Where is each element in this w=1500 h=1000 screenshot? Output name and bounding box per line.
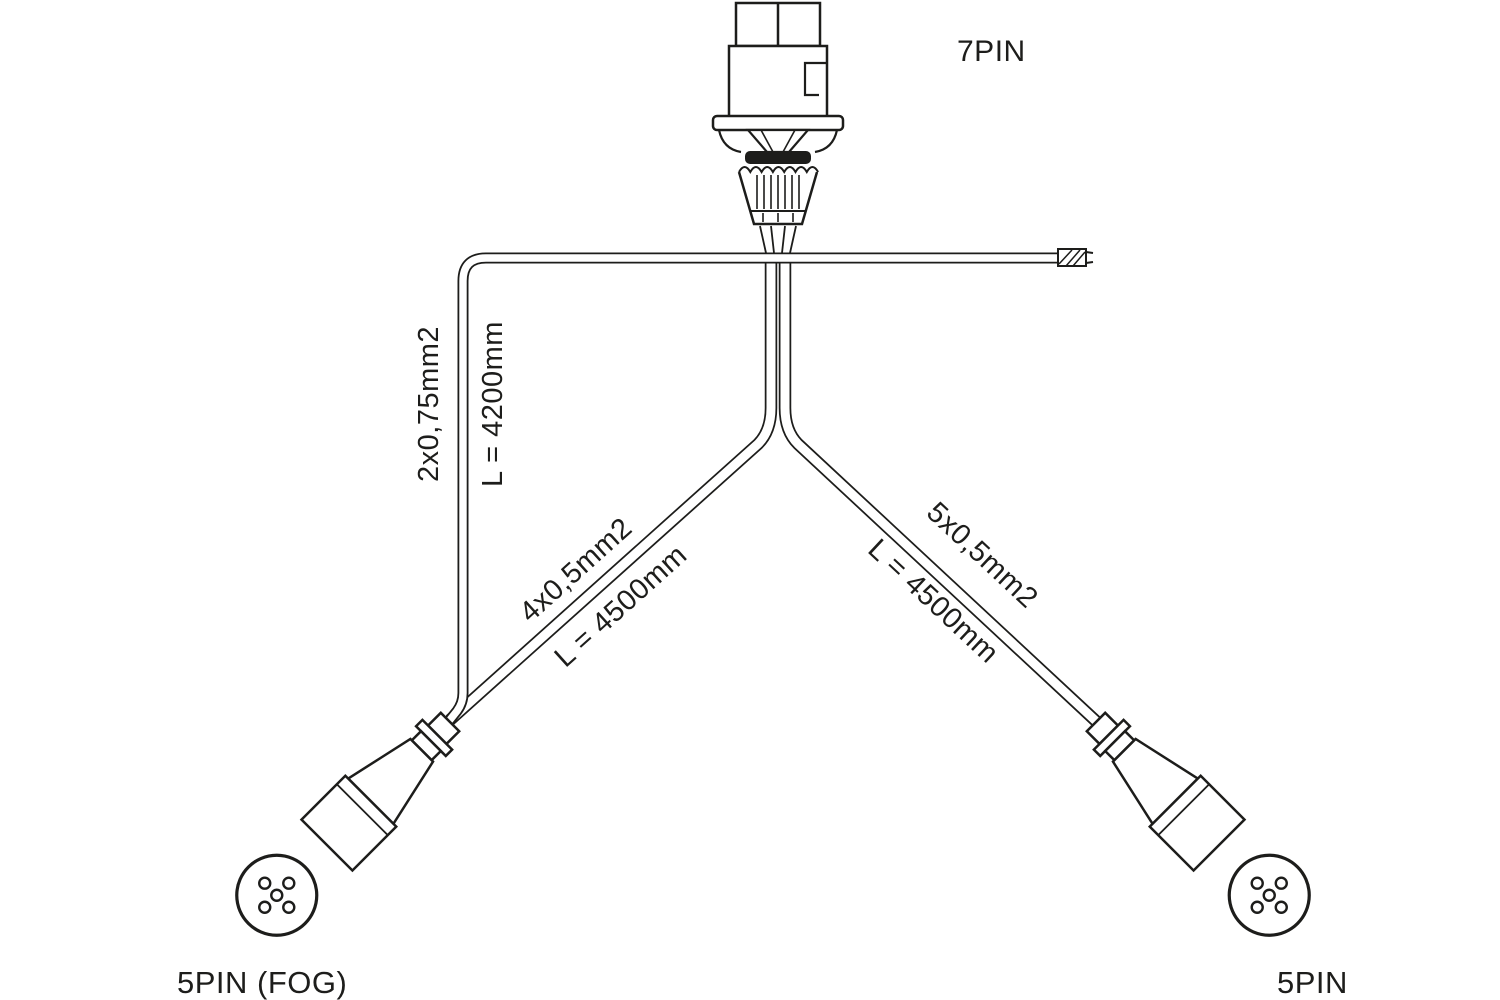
seven-pin-plug-drawing xyxy=(711,1,845,226)
right-pin-hole xyxy=(1274,900,1288,914)
left-socket-base-rim xyxy=(336,783,389,836)
plug-flange xyxy=(711,114,845,132)
plug-cone-facet-left xyxy=(760,129,774,153)
right-socket-pin-face xyxy=(1227,853,1311,937)
label-5pin-fog: 5PIN (FOG) xyxy=(177,965,347,1000)
plug-cone-facet-right xyxy=(782,129,796,153)
plug-cone xyxy=(745,128,811,154)
plug-gland-scallops xyxy=(738,166,819,175)
fog-wire-terminal xyxy=(1057,248,1094,267)
fog-cable-spec: 2x0,75mm2 xyxy=(413,326,445,482)
terminal-hatching xyxy=(1058,249,1086,267)
branch-cables xyxy=(445,256,1103,728)
plug-flange-wing-left xyxy=(717,129,742,154)
fog-cable-core xyxy=(446,254,1062,724)
right-pin-hole xyxy=(1250,900,1264,914)
fog-cable-length: L = 4200mm xyxy=(477,321,509,487)
right-pin-hole xyxy=(1274,876,1288,890)
left-branch-cable-core xyxy=(446,256,776,724)
plug-seal-ring xyxy=(745,151,811,164)
right-branch-cable-core xyxy=(780,256,1102,727)
right-pin-hole xyxy=(1250,876,1264,890)
right-socket-base xyxy=(1147,773,1247,873)
left-pin-hole xyxy=(258,900,272,914)
label-7pin: 7PIN xyxy=(957,35,1026,68)
plug-wire-stubs xyxy=(759,225,797,254)
left-pin-hole xyxy=(282,900,296,914)
left-pin-hole xyxy=(282,876,296,890)
plug-gland-collet-ticks xyxy=(762,213,794,222)
label-5pin: 5PIN xyxy=(1277,965,1348,1000)
right-branch-cable-outline xyxy=(778,256,1103,728)
fog-cable xyxy=(444,252,1062,725)
left-socket-base xyxy=(299,773,399,873)
plug-gland-grooves xyxy=(756,175,800,209)
left-socket-drawing xyxy=(235,711,461,937)
plug-latch-slot xyxy=(803,61,827,97)
right-pin-hole xyxy=(1262,888,1276,902)
left-pin-hole xyxy=(258,876,272,890)
left-pin-hole xyxy=(270,888,284,902)
right-socket-base-rim xyxy=(1157,783,1210,836)
plug-body xyxy=(727,44,829,119)
plug-flange-wing-right xyxy=(814,129,839,154)
left-socket-pin-face xyxy=(235,853,319,937)
right-socket-drawing xyxy=(1085,711,1311,937)
